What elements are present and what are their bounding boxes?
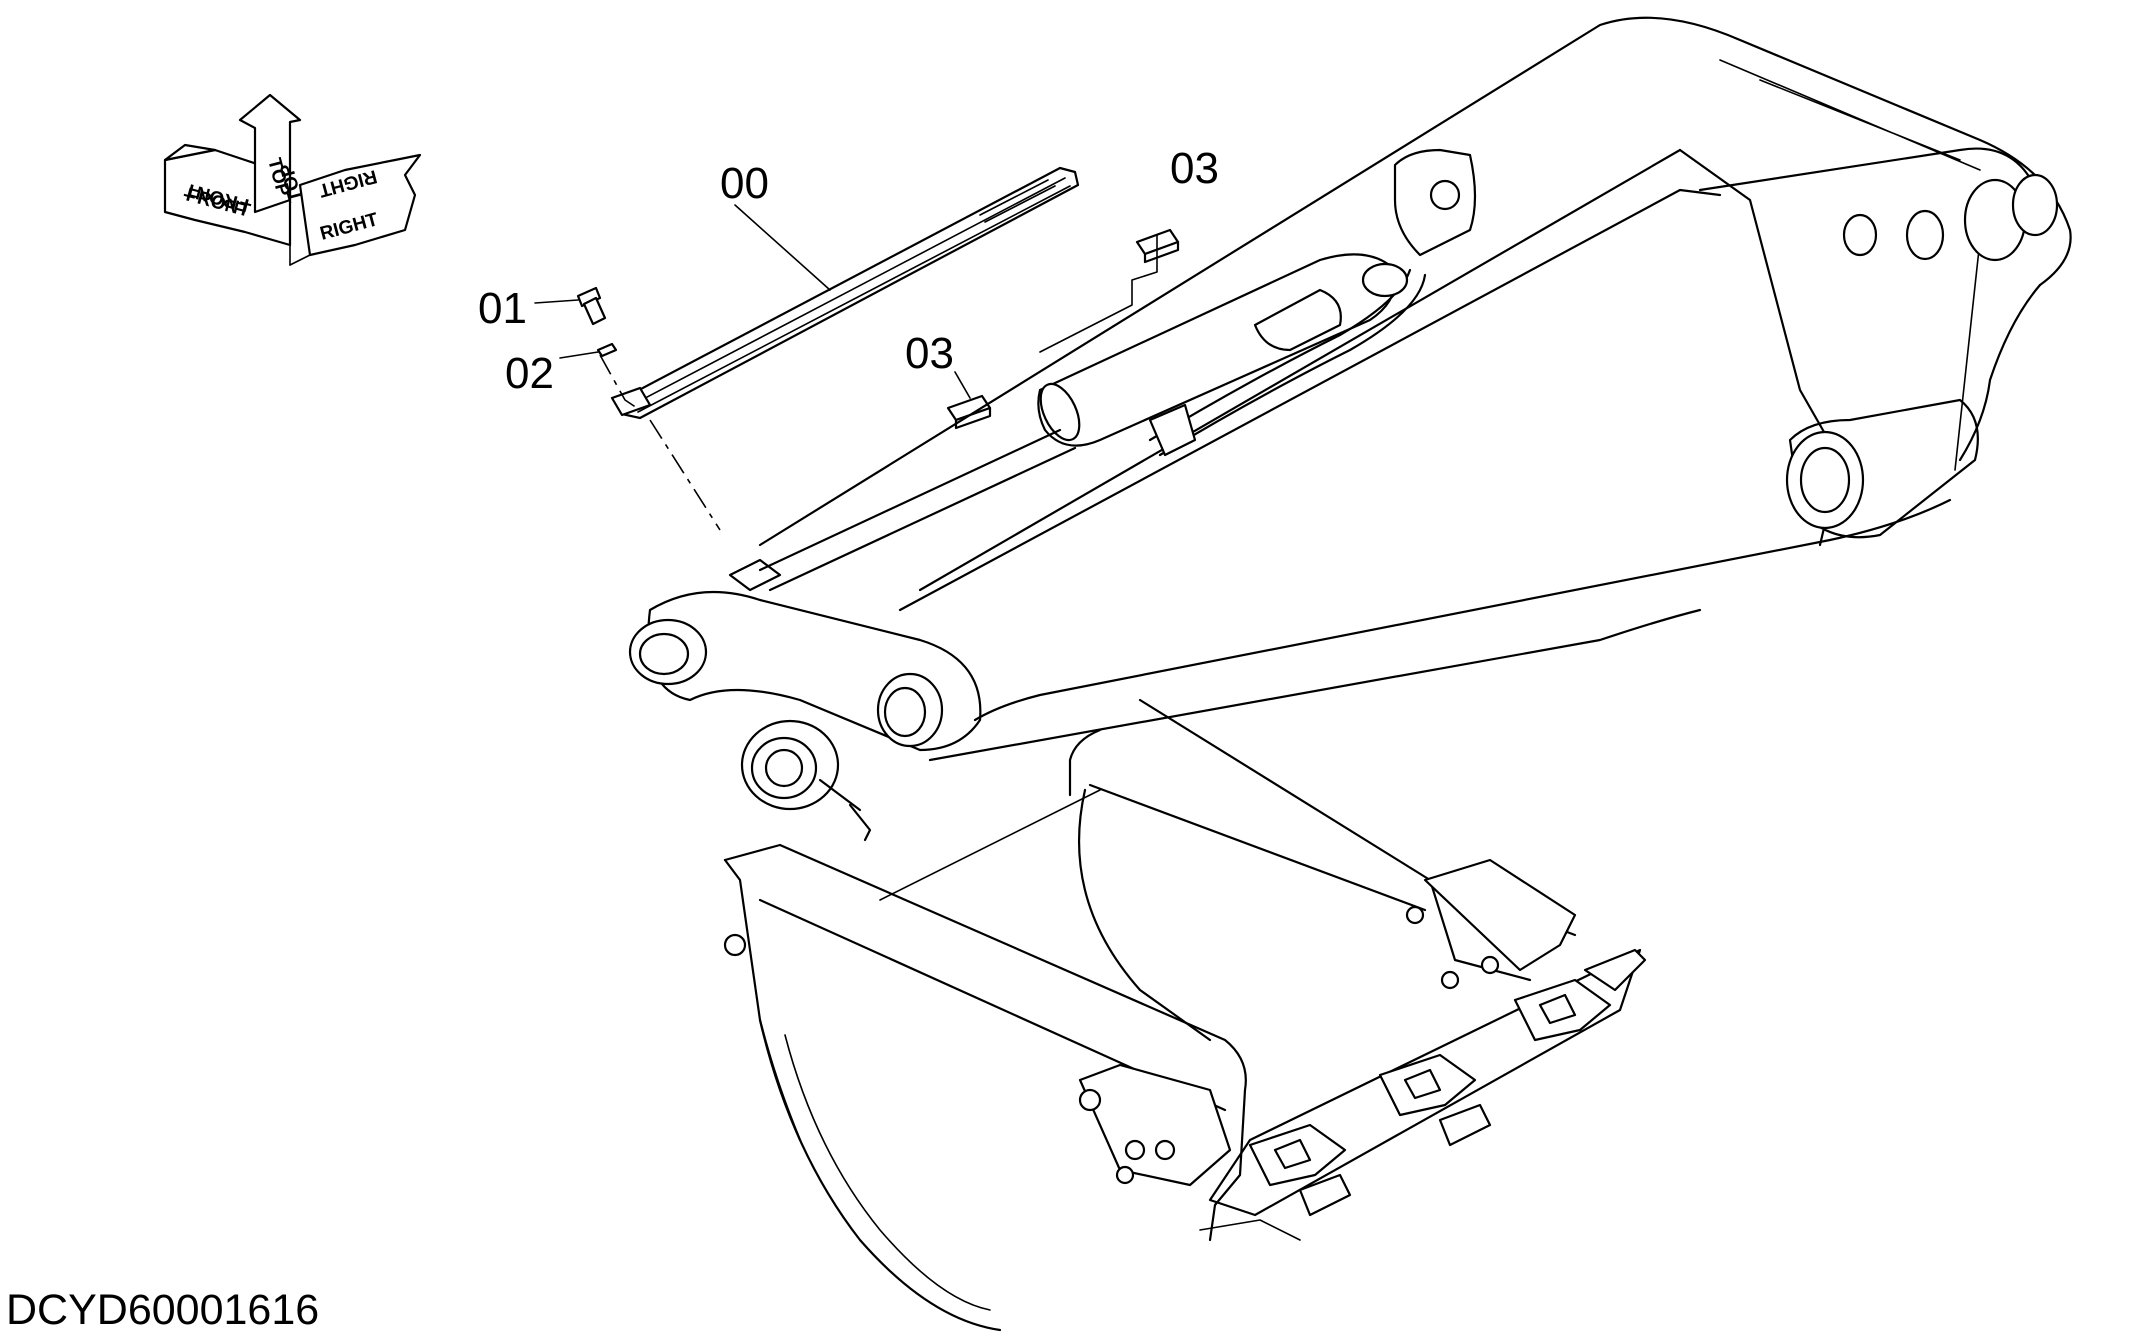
callout-03-upper: 03 <box>1170 144 1219 193</box>
part-02-washer <box>596 342 618 358</box>
leader-lines <box>534 204 1158 531</box>
hydraulic-cylinder <box>758 253 1427 592</box>
arm-structure <box>758 16 2072 762</box>
document-id: DCYD60001616 <box>6 1286 320 1334</box>
callout-03-lower: 03 <box>905 329 954 378</box>
part-01-bolt <box>576 286 607 326</box>
callout-01: 01 <box>478 284 527 333</box>
part-00-guard-plate <box>610 166 1080 420</box>
bucket-link-assembly <box>628 558 982 842</box>
callout-00: 00 <box>720 159 769 208</box>
callout-02: 02 <box>505 349 554 398</box>
bucket-teeth <box>1248 948 1647 1217</box>
orientation-indicator: FRONT FRONT TOP TOP RIGHT RIGHT <box>163 93 422 266</box>
callout-labels: 00 01 02 03 03 <box>478 144 1219 398</box>
bucket <box>723 698 1647 1332</box>
part-03-spacer-lower <box>946 394 992 430</box>
